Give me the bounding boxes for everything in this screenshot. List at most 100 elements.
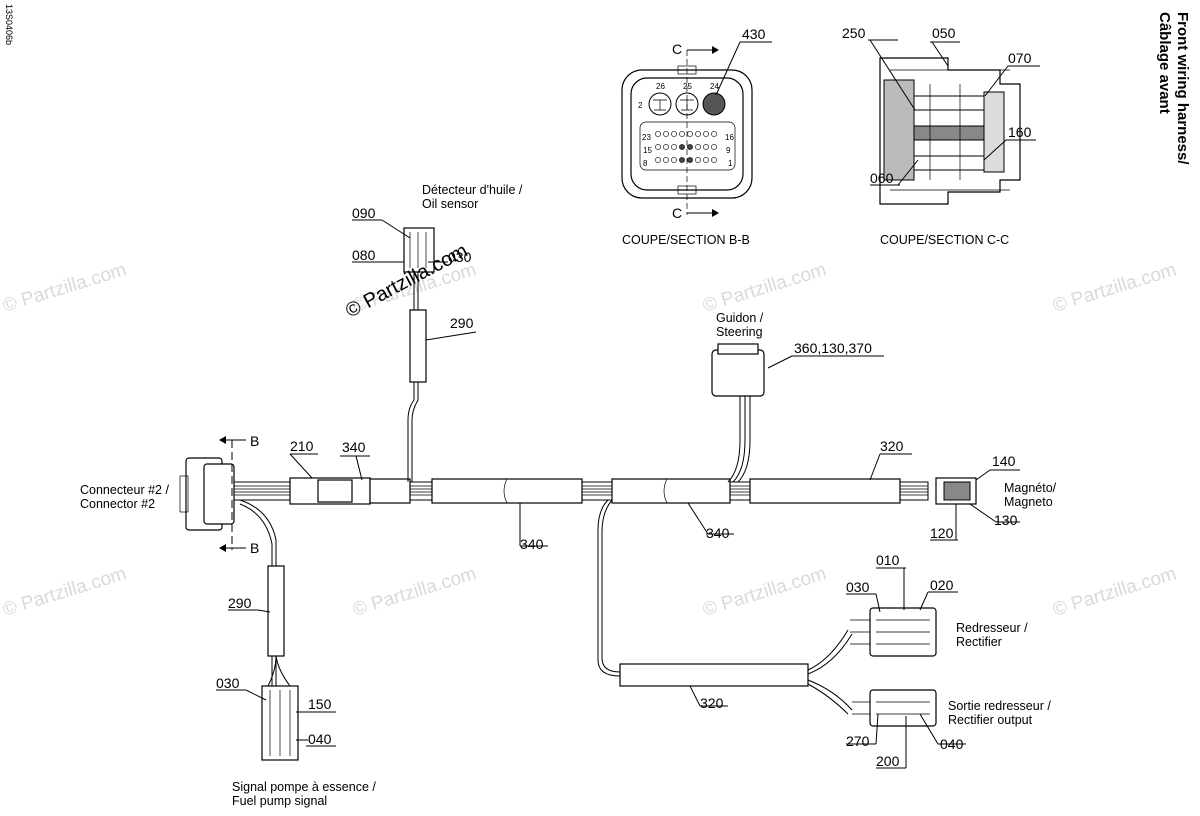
pin-25 — [675, 92, 699, 116]
leader-160 — [983, 139, 1007, 161]
small-pin — [695, 144, 701, 150]
leader-270 — [875, 713, 879, 745]
small-pin — [671, 144, 677, 150]
rect-trunk-wire-2 — [601, 499, 621, 673]
callout-120: 120 — [930, 525, 954, 541]
small-pin — [655, 144, 661, 150]
leader-050 — [931, 41, 949, 67]
oil-branch-wire-2 — [411, 260, 419, 482]
title-line-2: Câblage avant — [1156, 12, 1173, 114]
callout-250: 250 — [842, 25, 866, 41]
small-pin-block — [639, 121, 736, 171]
connector-2-label-fr: Connecteur #2 / — [80, 483, 169, 497]
cut-arrowhead-top — [712, 46, 719, 54]
oil-branch-wire — [407, 260, 415, 482]
watermark: © Partzilla.com — [350, 563, 479, 621]
leader-210 — [289, 453, 313, 479]
cc-hatch — [890, 69, 1010, 191]
callout-320-b: 320 — [700, 695, 724, 711]
small-pin — [679, 157, 685, 163]
small-pin — [671, 131, 677, 137]
fuel-wire-2 — [239, 503, 273, 690]
rectifier-connector-pins — [850, 619, 930, 645]
small-pin — [703, 157, 709, 163]
magneto-label-fr: Magnéto/ — [1004, 481, 1057, 495]
doc-code: 13S0406b — [4, 4, 14, 45]
pin-label-25: 25 — [683, 82, 692, 91]
row1-end: 16 — [725, 133, 734, 142]
leader-020 — [919, 591, 929, 611]
connector-2-latch — [179, 475, 189, 513]
steering-connector — [711, 349, 765, 397]
small-pin — [655, 157, 661, 163]
small-pins — [655, 131, 717, 163]
tube-290-oil — [409, 309, 427, 383]
small-pin — [703, 131, 709, 137]
leader-030-fuel — [245, 689, 267, 701]
section-cc-drawing: 250 050 070 160 060 COUPE/SECTION C-C — [842, 25, 1040, 247]
watermarks: © Partzilla.com © Partzilla.com © Partzi… — [0, 259, 1179, 621]
steering-label-en: Steering — [716, 325, 763, 339]
leader-360 — [767, 355, 793, 369]
cut-arrowhead-bottom — [712, 209, 719, 217]
leader-030-rect — [875, 593, 881, 613]
magneto-connector-seal — [943, 481, 971, 501]
tube-320-rect — [619, 663, 809, 687]
small-pin — [655, 131, 661, 137]
leader-090 — [381, 219, 411, 239]
leader-340-a — [355, 455, 363, 481]
magneto-branch: Magnéto/ Magneto 140 130 120 — [930, 453, 1057, 541]
callout-030-fuel: 030 — [216, 675, 240, 691]
small-pin — [671, 157, 677, 163]
magneto-label-en: Magneto — [1004, 495, 1053, 509]
steering-branch: Guidon / Steering 360,130,370 — [711, 311, 884, 483]
connector-2-shell — [203, 463, 235, 525]
callout-150: 150 — [308, 696, 332, 712]
rectifier-label-fr: Redresseur / — [956, 621, 1028, 635]
leader-250 — [869, 39, 916, 111]
title-line-1: Front wiring harness/ — [1174, 12, 1191, 165]
callout-070: 070 — [1008, 50, 1032, 66]
steering-wire-2 — [732, 396, 746, 483]
small-pin — [687, 144, 693, 150]
steering-label-fr: Guidon / — [716, 311, 764, 325]
fuel-label-fr: Signal pompe à essence / — [232, 780, 376, 794]
callout-090: 090 — [352, 205, 376, 221]
small-pin — [711, 131, 717, 137]
tube-340-b — [431, 478, 583, 504]
rect-wire-up-1 — [807, 629, 849, 671]
callout-290-fuel: 290 — [228, 595, 252, 611]
oil-sensor-label-en: Oil sensor — [422, 197, 478, 211]
steering-wire-3 — [737, 396, 751, 483]
leader-040-rect — [919, 713, 939, 745]
small-pin — [687, 157, 693, 163]
fuel-wire-1 — [239, 499, 277, 690]
rectifier-label-en: Rectifier — [956, 635, 1002, 649]
small-pin — [663, 157, 669, 163]
section-bb-drawing: C C 26 25 24 2 23 16 15 9 8 1 430 COUPE/… — [621, 26, 772, 247]
watermark: © Partzilla.com — [0, 563, 129, 621]
row1-start: 23 — [642, 133, 651, 142]
leader-130 — [969, 503, 997, 523]
callout-340-a: 340 — [342, 439, 366, 455]
callout-340-c: 340 — [706, 525, 730, 541]
small-pin — [703, 144, 709, 150]
fuel-split-wires — [267, 655, 291, 687]
small-pin — [687, 131, 693, 137]
callout-200: 200 — [876, 753, 900, 769]
callout-130: 130 — [994, 512, 1018, 528]
pin-26 — [648, 92, 672, 116]
row2-start: 15 — [643, 146, 652, 155]
callout-270: 270 — [846, 733, 870, 749]
watermark: © Partzilla.com — [700, 563, 829, 621]
section-b-mark-bottom: B — [250, 540, 259, 556]
leader-340-c — [687, 502, 709, 535]
small-pin — [711, 144, 717, 150]
rectifier-output-connector — [869, 689, 937, 727]
oil-sensor-label-fr: Détecteur d'huile / — [422, 183, 523, 197]
cut-mark-top: C — [672, 41, 682, 57]
leader-320-b — [689, 685, 701, 707]
pin-25-mark — [680, 99, 694, 111]
caption-section-bb: COUPE/SECTION B-B — [622, 233, 750, 247]
